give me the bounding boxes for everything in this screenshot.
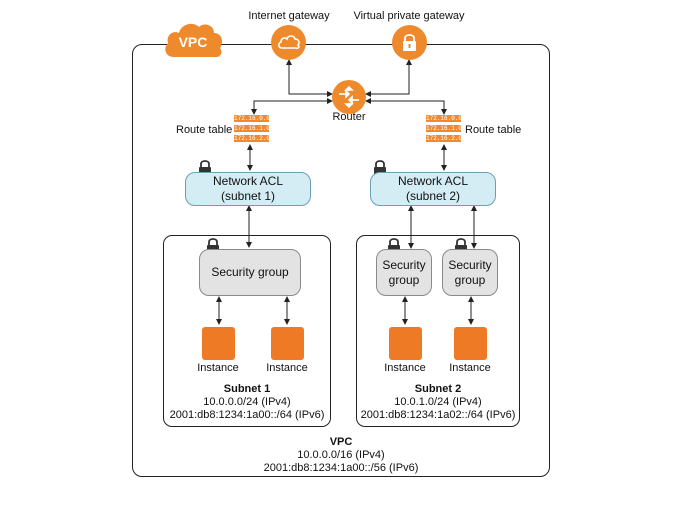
route-table-left-label: Route table	[176, 124, 233, 136]
internet-gateway-label: Internet gateway	[248, 10, 330, 22]
vpc-caption-title: VPC	[329, 436, 353, 448]
route-table-right-icon: 172.16.0.0 172.16.1.0 172.16.2.0	[426, 115, 461, 143]
subnet1-boundary	[163, 235, 331, 427]
instance-icon	[389, 327, 422, 360]
vpc-caption-ipv4: 10.0.0.0/16 (IPv4)	[297, 449, 385, 461]
route-table-left-row: 172.16.1.0	[234, 125, 269, 132]
route-table-right-label: Route table	[465, 124, 522, 136]
subnet2-ipv6: 2001:db8:1234:1a02::/64 (IPv6)	[360, 409, 516, 421]
line-vpg-router	[365, 59, 412, 97]
sg2b-line2: group	[454, 272, 486, 287]
instance-icon	[202, 327, 235, 360]
vpg-label: Virtual private gateway	[353, 10, 465, 22]
route-table-left-row: 172.16.0.0	[234, 115, 269, 122]
instance-label: Instance	[197, 362, 239, 374]
route-table-right-row: 172.16.1.0	[426, 125, 461, 132]
route-table-right-row: 172.16.0.0	[426, 115, 461, 122]
acl2-subtitle: (subnet 2)	[405, 189, 461, 203]
subnet1-ipv4: 10.0.0.0/24 (IPv4)	[203, 396, 291, 408]
route-table-left-row: 172.16.2.0	[234, 135, 269, 142]
router-icon	[332, 80, 366, 114]
subnet2-ipv4: 10.0.1.0/24 (IPv4)	[394, 396, 482, 408]
line-router-rt-left	[251, 98, 333, 115]
route-table-left-icon: 172.16.0.0 172.16.1.0 172.16.2.0	[234, 115, 269, 143]
subnet2-title: Subnet 2	[414, 383, 462, 395]
router-label: Router	[332, 111, 366, 123]
line-igw-router	[286, 59, 333, 97]
line-router-rt-right	[365, 98, 447, 115]
network-acl-subnet1: Network ACL (subnet 1)	[185, 172, 311, 206]
subnet1-title: Subnet 1	[223, 383, 271, 395]
subnet2-boundary	[356, 235, 520, 427]
sg2a-line1: Security	[382, 257, 426, 272]
sg2b-line1: Security	[448, 257, 492, 272]
security-group-subnet1: Security group	[199, 249, 301, 296]
acl1-title: Network ACL	[212, 174, 284, 188]
instance-icon	[454, 327, 487, 360]
instance-icon	[271, 327, 304, 360]
acl1-subtitle: (subnet 1)	[220, 189, 276, 203]
instance-label: Instance	[266, 362, 308, 374]
security-group-subnet2-b: Security group	[442, 249, 498, 296]
vpc-cloud-icon: VPC	[162, 20, 224, 60]
route-table-right-row: 172.16.2.0	[426, 135, 461, 142]
vpc-caption-ipv6: 2001:db8:1234:1a00::/56 (IPv6)	[263, 462, 419, 474]
vpg-lock-icon	[392, 25, 427, 60]
network-acl-subnet2: Network ACL (subnet 2)	[370, 172, 496, 206]
instance-label: Instance	[384, 362, 426, 374]
subnet1-ipv6: 2001:db8:1234:1a00::/64 (IPv6)	[169, 409, 325, 421]
vpc-boundary	[132, 44, 550, 477]
security-group-subnet2-a: Security group	[376, 249, 432, 296]
instance-label: Instance	[449, 362, 491, 374]
vpc-badge-label: VPC	[178, 34, 208, 50]
internet-gateway-icon	[271, 25, 306, 60]
sg2a-line2: group	[388, 272, 420, 287]
sg1-label: Security group	[211, 265, 289, 279]
acl2-title: Network ACL	[397, 174, 469, 188]
